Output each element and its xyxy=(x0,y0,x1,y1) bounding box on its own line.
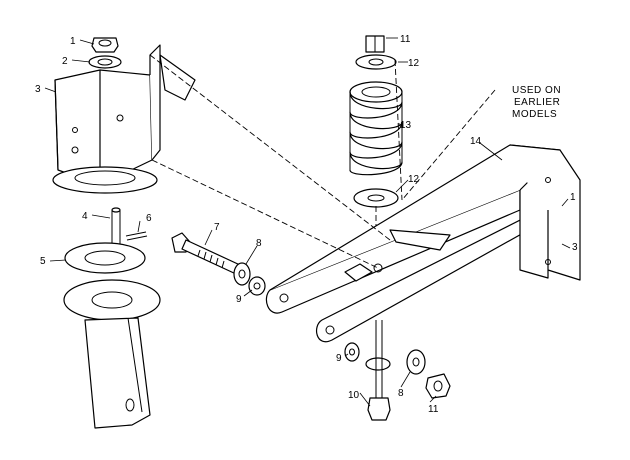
lower-bolt xyxy=(367,320,391,421)
alignment-lines xyxy=(149,54,496,269)
callout-14: 14 xyxy=(470,136,482,147)
callout-9: 9 xyxy=(336,353,342,364)
upper-mount-bracket xyxy=(52,44,196,194)
note-line-2: EARLIER xyxy=(514,97,560,108)
callout-10: 10 xyxy=(348,390,360,401)
lower-lock-nut xyxy=(425,373,451,399)
callout-3: 3 xyxy=(572,242,578,253)
callout-9: 9 xyxy=(236,294,242,305)
spring-upper-washer xyxy=(355,54,397,70)
callout-13: 13 xyxy=(400,120,412,131)
spring-nut xyxy=(365,35,385,53)
spring-lower-washer xyxy=(353,188,399,208)
lower-mount-plate xyxy=(63,279,161,429)
earlier-models-note: USED ON EARLIER MODELS xyxy=(512,85,561,120)
callout-1: 1 xyxy=(70,36,76,47)
callout-1: 1 xyxy=(570,192,576,203)
callout-3: 3 xyxy=(35,84,41,95)
callout-labels: 1 2 3 4 6 5 7 8 9 9 8 10 11 11 12 13 12 … xyxy=(35,34,578,415)
callout-8: 8 xyxy=(398,388,404,399)
note-line-1: USED ON xyxy=(512,85,561,96)
callout-12: 12 xyxy=(408,58,420,69)
upper-lock-nut xyxy=(91,37,119,53)
long-bolt xyxy=(171,232,241,275)
upper-washer xyxy=(88,55,122,69)
leader-lines xyxy=(44,37,571,407)
lower-washer-stack xyxy=(344,342,426,375)
note-line-3: MODELS xyxy=(512,109,557,120)
callout-11: 11 xyxy=(428,404,439,415)
callout-12: 12 xyxy=(408,174,420,185)
bolt-bushing xyxy=(248,276,266,296)
callout-7: 7 xyxy=(214,222,220,233)
callout-8: 8 xyxy=(256,238,262,249)
lower-washer xyxy=(64,242,146,274)
bolt-washer xyxy=(233,262,251,286)
callout-5: 5 xyxy=(40,256,46,267)
main-arm xyxy=(265,144,581,343)
callout-4: 4 xyxy=(82,211,88,222)
callout-11: 11 xyxy=(400,34,411,45)
callout-2: 2 xyxy=(62,56,68,67)
callout-6: 6 xyxy=(146,213,152,224)
small-pin xyxy=(125,231,148,241)
coil-spring xyxy=(349,81,403,176)
